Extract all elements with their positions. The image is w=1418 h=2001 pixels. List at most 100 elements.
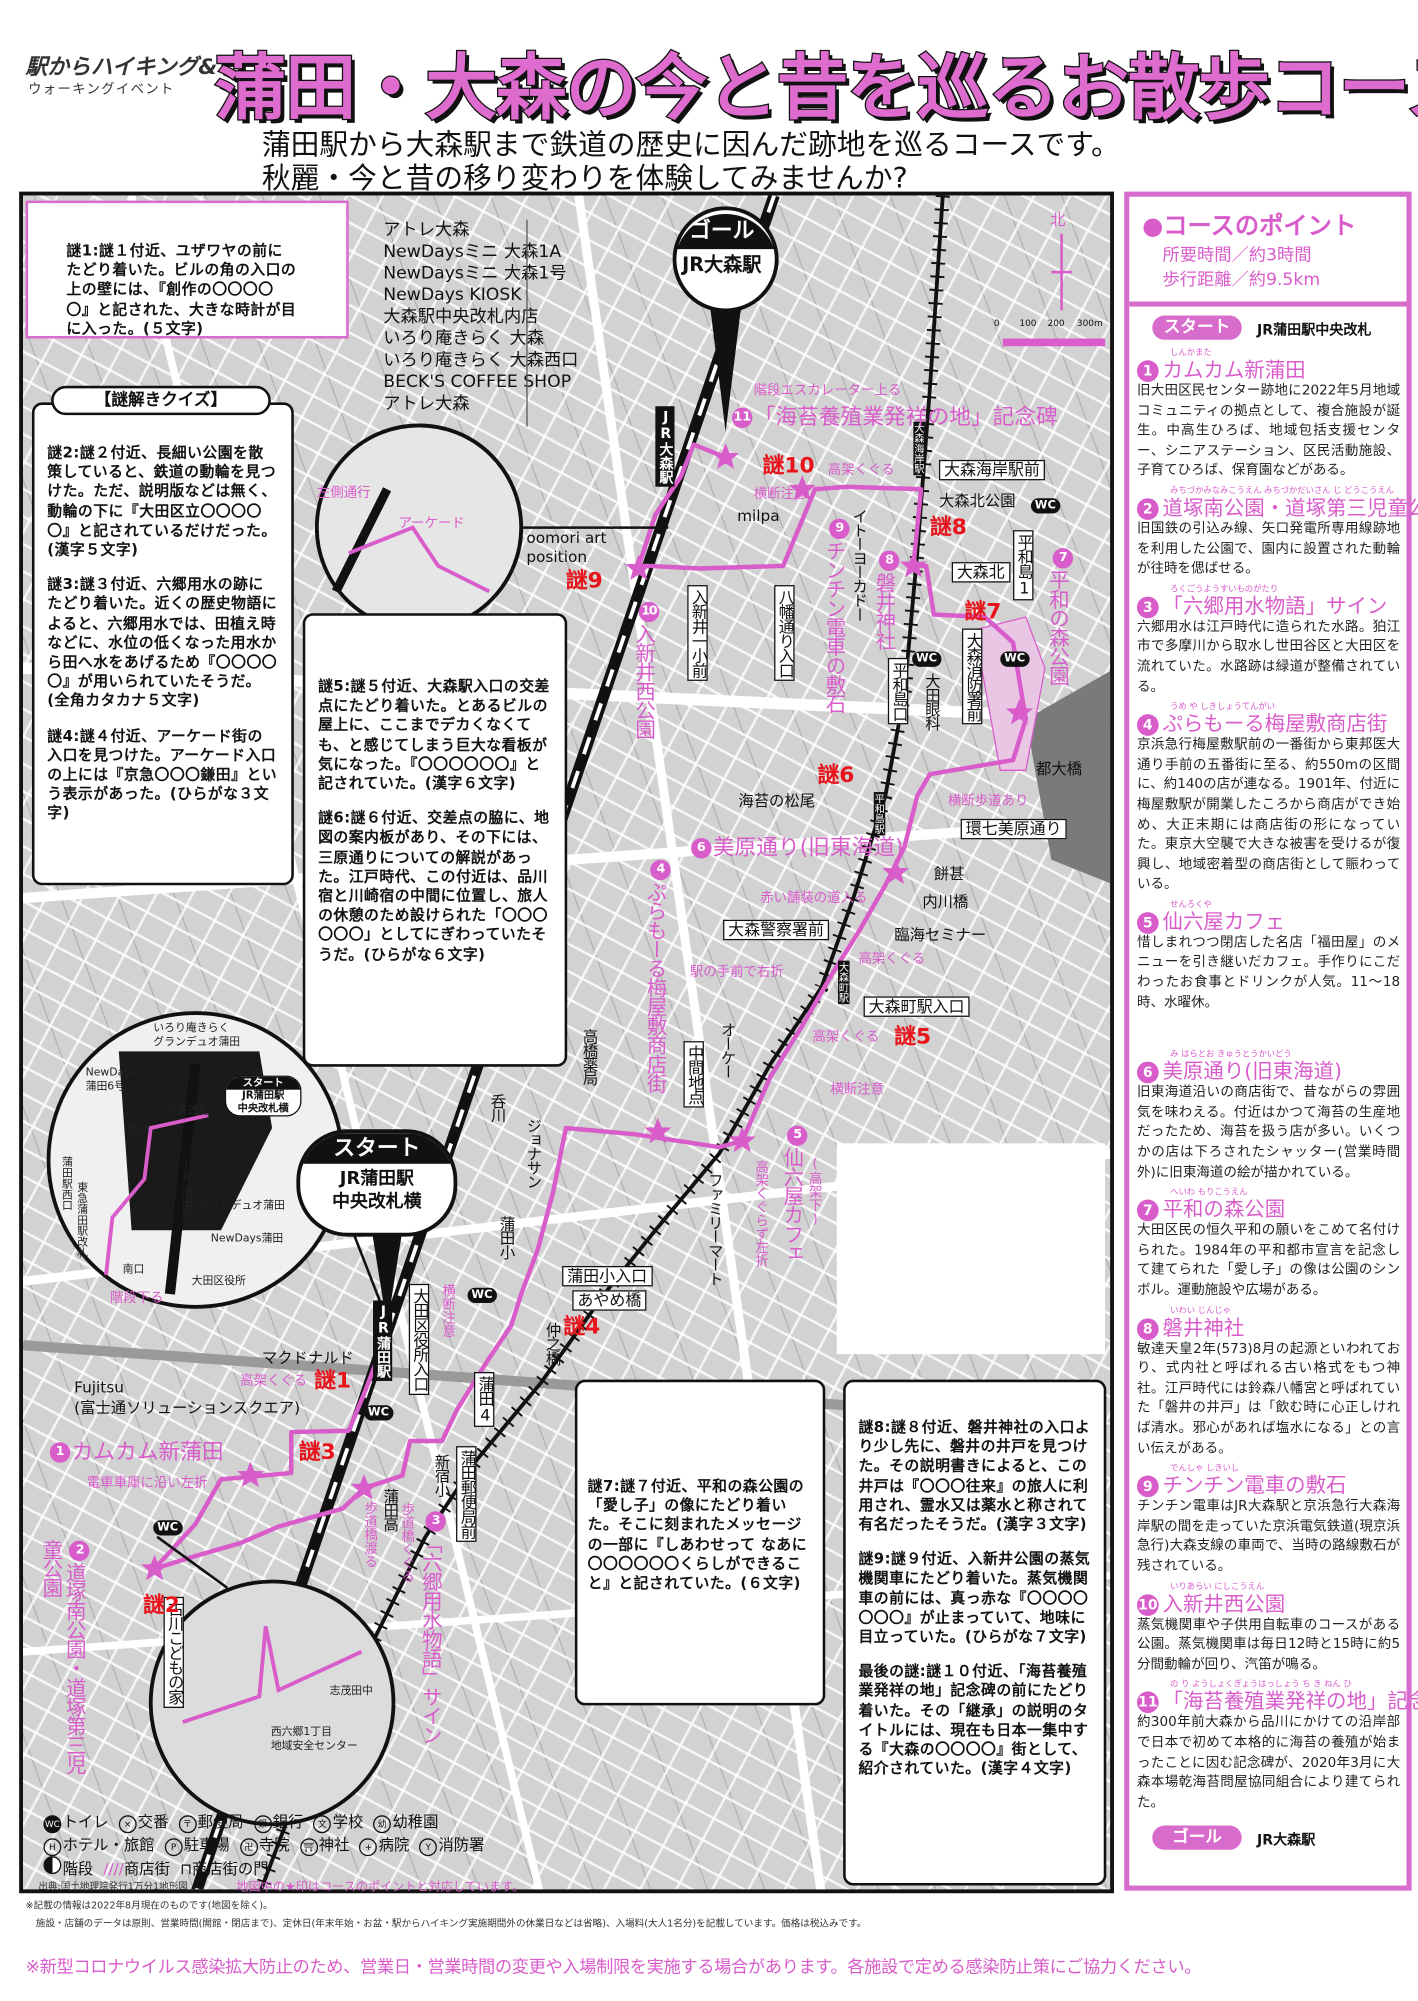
point-ruby: いりあらい にしこうえん xyxy=(1170,1580,1265,1592)
map-label-nakanohashi: 仲之橋 xyxy=(543,1322,562,1365)
map-label-in-arcade: アーケード xyxy=(398,516,465,532)
point-number-badge: 11 xyxy=(731,407,753,428)
legend-parking: 駐車場 xyxy=(183,1835,230,1854)
point-number-badge: 1 xyxy=(1136,360,1159,382)
map-label-shinjuku-sho: 新宿小 xyxy=(432,1453,451,1496)
hotel-icon: H xyxy=(43,1838,62,1857)
toilet-icon: WC xyxy=(912,651,941,667)
inset-rail xyxy=(331,487,392,594)
map-point-label-10[interactable]: 10入新井西公園 xyxy=(631,600,660,738)
subtitle-line-2: 秋麗・今と昔の移り変わりを体験してみませんか? xyxy=(261,162,908,196)
map-label-r-depot: 電車車庫に沿い左折 xyxy=(86,1475,208,1491)
map-point-title: 「六郷用水物語」サイン xyxy=(418,1532,443,1744)
start-marker-place-2: 中央改札横 xyxy=(332,1191,422,1213)
start-marker-place-1: JR蒲田駅 xyxy=(339,1168,414,1190)
map-label-omorikaigan-ekimae: 大森海岸駅前 xyxy=(938,459,1045,481)
goal-marker-graphic xyxy=(371,206,779,1327)
map-point-label-4[interactable]: 4ぷらもーる梅屋敷商店街 xyxy=(643,858,672,1092)
point-ruby: みちづかみなみこうえん みちづかだいさん じ どうこうえん xyxy=(1170,485,1394,496)
map-point-title: ぷらもーる梅屋敷商店街 xyxy=(643,881,668,1093)
point-number-badge: 3 xyxy=(425,1511,446,1532)
map-label-in-nd1: NewDaysミニ xyxy=(85,1066,159,1080)
map-point-label-9[interactable]: 9チンチン電車の敷石 xyxy=(821,517,850,713)
map-point-label-3[interactable]: 3「六郷用水物語」サイン xyxy=(418,1510,447,1744)
point-description: 旧東海道沿いの商店街で、昔ながらの雰囲気を味わえる。付近はかつて海苔の生産地だっ… xyxy=(1136,1084,1401,1180)
map-label-iriarai1: 入新井一小前 xyxy=(687,585,709,681)
panel-divider xyxy=(1129,301,1407,307)
map-label-omorimachi-iriguchi: 大森町駅入口 xyxy=(863,996,970,1018)
point-title-text: 「六郷用水物語」サイン xyxy=(1162,593,1388,618)
map-label-post-mae: 蒲田郵便局前 xyxy=(456,1446,477,1542)
map-label-oomori-art1: oomori art xyxy=(526,528,607,547)
point-description: 約300年前大森から品川にかけての沿岸部で日本で初めて本格的に海苔の養殖が始まっ… xyxy=(1136,1714,1401,1810)
map-label-ayamebashi: あやめ橋 xyxy=(572,1290,647,1312)
map-label-r-bridge1: 歩道橋渡る xyxy=(362,1501,379,1569)
point-number-badge: 2 xyxy=(1136,498,1159,520)
map-label-in-nishirokugo2: 地域安全センター xyxy=(270,1739,358,1753)
map-point-label-7[interactable]: 7平和の森公園 xyxy=(1045,547,1074,685)
point-title-text: 平和の森公園 xyxy=(1162,1197,1286,1222)
map-point-label-8[interactable]: 8磐井神社 xyxy=(871,549,900,649)
omori-station-shop-list: アトレ大森 NewDaysミニ 大森1A NewDaysミニ 大森1号 NewD… xyxy=(383,219,579,414)
legend-police-box: 交番 xyxy=(137,1812,169,1831)
quiz-7-box: 謎7:謎７付近、平和の森公園の「愛し子」の像にたどり着いた。そこに刻まれたメッセ… xyxy=(574,1379,826,1706)
map-point-label-2[interactable]: 2道塚南公園・道塚第三児童公園 xyxy=(38,1539,91,1775)
map-label-miyakobashi: 都大橋 xyxy=(1036,760,1083,778)
kindergarten-icon: 幼 xyxy=(373,1815,392,1834)
start-place: JR蒲田駅中央改札 xyxy=(1257,321,1372,339)
map-point-label-11[interactable]: 11「海苔養殖業発祥の地」記念碑 xyxy=(731,405,1058,431)
start-marker: スタート JR蒲田駅 中央改札横 xyxy=(296,1129,458,1237)
map-label-milpa: milpa xyxy=(737,507,780,526)
nazo-marker-6: 謎6 xyxy=(817,762,855,789)
map-label-in-chuo: 中央改札 xyxy=(166,1105,210,1118)
point-description: 旧大田区民センター跡地に2022年5月地域コミュニティの拠点として、複合施設が誕… xyxy=(1136,383,1401,479)
point-description: 旧国鉄の引込み線、矢口発電所専用線跡地を利用した公園で、園内に設置された動輪が往… xyxy=(1136,521,1401,577)
inset-route xyxy=(104,1113,209,1276)
map-label-rail-omori: JR大森駅 xyxy=(655,406,675,487)
point-number-badge: 7 xyxy=(1136,1199,1159,1222)
map-label-jonathan: ジョナサン xyxy=(524,1117,543,1189)
map-label-itoyokado: イトーヨーカドー xyxy=(850,508,869,621)
map-label-fire: 大森消防署前 xyxy=(961,628,983,725)
quiz-2-text: 謎2:謎２付近、長細い公園を散策していると、鉄道の動輪を見つけた。ただ、説明版な… xyxy=(47,443,277,559)
point-number-badge: 4 xyxy=(1136,714,1159,736)
nazo-marker-5: 謎5 xyxy=(894,1024,932,1051)
north-arrow-and-scale xyxy=(1002,233,1106,347)
legend-shopping-gate: 商店街の門 xyxy=(191,1860,269,1878)
point-number-badge: 5 xyxy=(1136,911,1159,934)
temple-icon: 卍 xyxy=(239,1838,258,1857)
point-title-text: 入新井西公園 xyxy=(1162,1591,1286,1616)
point-number-badge: 8 xyxy=(1136,1317,1159,1340)
nazo-marker-10: 謎10 xyxy=(762,453,815,480)
map-label-in-nishi: 西口 xyxy=(127,1124,150,1137)
quiz-8-text: 謎8:謎８付近、磐井神社の入口より少し先に、磐井の井戸を見つけた。その説明書きに… xyxy=(858,1418,1091,1533)
map-label-rail-heiwajima: 平和島駅 xyxy=(873,792,886,836)
point-description: 大田区民の恒久平和の願いをこめて名付けられた。1984年の平和都市宣言を記念して… xyxy=(1136,1222,1401,1298)
map-label-in-kuyakusho: 大田区役所 xyxy=(191,1274,246,1288)
map-label-r-crossing3: 横断注意 xyxy=(440,1283,457,1338)
north-label: 北 xyxy=(1050,210,1066,229)
start-badge: スタート xyxy=(1152,315,1242,340)
map-point-label-5[interactable]: 5仙六屋カフェ xyxy=(779,1124,808,1262)
quiz-list-box: 謎2:謎２付近、長細い公園を散策していると、鉄道の動輪を見つけた。ただ、説明版な… xyxy=(31,402,294,886)
scale-100: 100 xyxy=(1019,318,1037,329)
point-description: 六郷用水は江戸時代に造られた水路。狛江市で多摩川から取水し世田谷区と大田区を流れ… xyxy=(1136,619,1401,695)
point-title-text: カムカム新蒲田 xyxy=(1162,357,1306,382)
nazo-marker-4: 謎4 xyxy=(563,1314,601,1341)
quiz-4-text: 謎4:謎４付近、アーケード街の入口を見つけた。アーケード入口の上には『京急〇〇〇… xyxy=(47,726,278,822)
map-label-omorikita-park: 大森北公園 xyxy=(938,491,1016,510)
goal-marker-label: ゴール xyxy=(689,218,755,244)
map-label-r-kouka4: 高架くぐる xyxy=(240,1373,307,1389)
legend-school: 学校 xyxy=(332,1812,364,1831)
point-ruby: せんろくや xyxy=(1170,899,1212,910)
goal-place: JR大森駅 xyxy=(1257,1832,1316,1849)
point-ruby: ろくごうようすいものがたり xyxy=(1170,583,1279,594)
map-label-in-jr: JR蒲田駅 xyxy=(179,1159,193,1219)
nazo-marker-9: 謎9 xyxy=(565,568,603,595)
scale-0: 0 xyxy=(993,318,1000,329)
